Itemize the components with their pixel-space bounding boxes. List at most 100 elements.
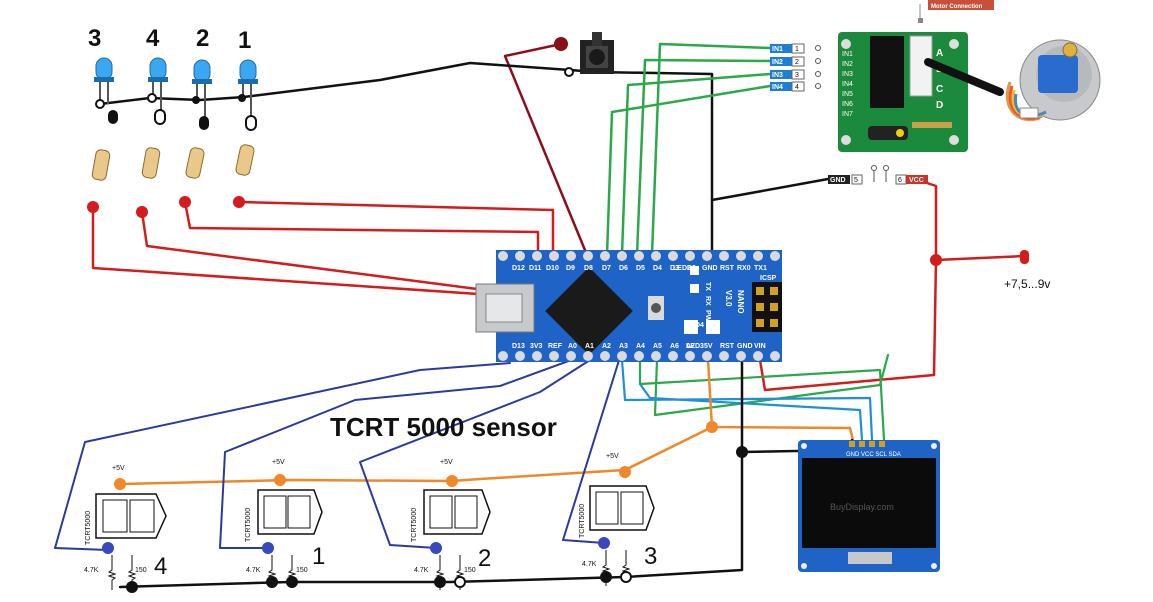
svg-text:+5V: +5V (272, 459, 285, 466)
motor-driver-module: Motor Connection IN1 IN2 IN3 IN4 IN5 IN6… (770, 0, 994, 185)
svg-text:VIN: VIN (754, 343, 766, 350)
svg-text:5: 5 (854, 177, 858, 184)
svg-text:A6: A6 (670, 343, 679, 350)
svg-text:D11: D11 (529, 265, 542, 272)
led-3 (87, 57, 118, 213)
led-number-1: 1 (238, 27, 251, 54)
gnd-tag-label: GND (830, 177, 846, 184)
svg-text:GND: GND (702, 265, 718, 272)
svg-text:150: 150 (296, 567, 308, 574)
svg-text:+5V: +5V (112, 465, 125, 472)
led-number-2: 2 (196, 25, 209, 52)
sensor-number-2: 2 (478, 545, 491, 572)
tcrt-sensor-1: TCRT5000 +5V 4.7K 150 1 (245, 459, 325, 588)
green-wire-in3 (620, 72, 772, 257)
arduino-nano: D12 D11 D10 D9 D8 D7 D6 D5 D4 D3 D2 GND … (475, 250, 782, 362)
svg-text:3: 3 (795, 72, 799, 79)
svg-text:D13: D13 (512, 343, 525, 350)
svg-text:D12: D12 (512, 265, 525, 272)
nano-tx-label: TX (704, 282, 711, 291)
svg-text:2: 2 (795, 59, 799, 66)
svg-text:4.7K: 4.7K (582, 561, 597, 568)
cyan-wire-a (620, 358, 874, 442)
red-wire-vcc (916, 178, 1026, 262)
led-number-3: 3 (88, 25, 101, 52)
svg-text:150: 150 (464, 567, 476, 574)
svg-text:4: 4 (795, 84, 799, 91)
nano-pwr-label: PWR (704, 310, 711, 326)
svg-text:D2: D2 (687, 265, 696, 272)
nano-l-label: L (704, 330, 711, 335)
push-button (554, 32, 614, 77)
svg-text:TCRT5000: TCRT5000 (245, 508, 252, 542)
blue-wire-sensor2 (359, 359, 591, 549)
nano-led2-label: LED2 (673, 265, 691, 272)
nano-rx-label: RX (704, 296, 711, 306)
blue-wire-sensor3 (562, 356, 621, 544)
orange-wire-sensors (118, 425, 714, 486)
svg-text:+5V: +5V (606, 453, 619, 460)
nano-bottom-pins: D13 3V3 REF A0 A1 A2 A3 A4 A5 A6 A7 5V R… (498, 343, 780, 361)
in4-label: IN4 (772, 84, 783, 91)
led-1 (233, 59, 258, 208)
svg-text:TX1: TX1 (754, 265, 767, 272)
svg-text:+5V: +5V (440, 459, 453, 466)
sensor-number-1: 1 (312, 543, 325, 570)
nano-board (496, 250, 782, 362)
svg-text:D3: D3 (670, 265, 679, 272)
svg-text:A: A (936, 48, 943, 59)
oled-display: GND VCC SCL SDA BuyDisplay.com (706, 421, 940, 572)
green-wire-oled-b (653, 353, 890, 417)
sensor-number-3: 3 (644, 543, 657, 570)
nano-name-label: NANO (736, 290, 745, 314)
nano-icsp-label: ICSP (760, 275, 777, 282)
svg-text:150: 150 (135, 567, 147, 574)
power-tags: GND 5 6 VCC (828, 165, 928, 185)
sensor-number-4: 4 (154, 553, 167, 580)
sensor-group: TCRT5000 +5V 4.7K 150 4 TCRT5000 +5V 4.7… (84, 453, 657, 593)
tcrt-sensor-4: TCRT5000 +5V 4.7K 150 4 (84, 465, 167, 593)
in1-label: IN1 (772, 46, 783, 53)
svg-text:D4: D4 (653, 265, 662, 272)
svg-text:D8: D8 (584, 265, 593, 272)
nano-led3-label: LED3 (686, 343, 704, 350)
svg-text:A0: A0 (568, 343, 577, 350)
svg-text:IN1: IN1 (842, 51, 853, 58)
svg-text:5V: 5V (704, 343, 713, 350)
svg-text:D6: D6 (619, 265, 628, 272)
svg-text:D5: D5 (636, 265, 645, 272)
svg-text:IN4: IN4 (842, 81, 853, 88)
wires (54, 42, 1026, 589)
orange-wire-5v (706, 358, 855, 442)
green-wire-in4 (605, 84, 772, 257)
svg-text:GND: GND (737, 343, 753, 350)
svg-text:3V3: 3V3 (530, 343, 543, 350)
svg-text:A3: A3 (619, 343, 628, 350)
svg-text:D: D (936, 100, 943, 111)
led-4 (136, 57, 168, 218)
led-number-4: 4 (146, 25, 160, 52)
motor-connection-tag (928, 0, 994, 10)
svg-text:A1: A1 (585, 343, 594, 350)
svg-text:IN5: IN5 (842, 91, 853, 98)
blue-wire-sensor1 (219, 354, 586, 549)
svg-text:A7: A7 (686, 343, 695, 350)
in2-label: IN2 (772, 59, 783, 66)
tcrt-sensor-2: TCRT5000 +5V 4.7K 150 2 (411, 459, 491, 590)
in3-label: IN3 (772, 72, 783, 79)
svg-text:A5: A5 (653, 343, 662, 350)
led-2 (179, 59, 212, 208)
svg-text:RX0: RX0 (737, 265, 751, 272)
svg-text:D7: D7 (602, 265, 611, 272)
svg-text:D9: D9 (566, 265, 575, 272)
svg-text:A2: A2 (602, 343, 611, 350)
vcc-tag-label: VCC (909, 177, 924, 184)
nano-led4-label: LED4 (686, 322, 704, 329)
svg-text:6: 6 (898, 177, 902, 184)
svg-text:TCRT5000: TCRT5000 (411, 508, 418, 542)
oled-brand: BuyDisplay.com (830, 502, 894, 512)
in-tags: IN1 IN2 IN3 IN4 1 2 3 4 (770, 43, 821, 92)
nano-top-pins: D12 D11 D10 D9 D8 D7 D6 D5 D4 D3 D2 GND … (498, 251, 780, 272)
svg-text:A4: A4 (636, 343, 645, 350)
led-group: 3 4 2 1 (87, 25, 258, 218)
